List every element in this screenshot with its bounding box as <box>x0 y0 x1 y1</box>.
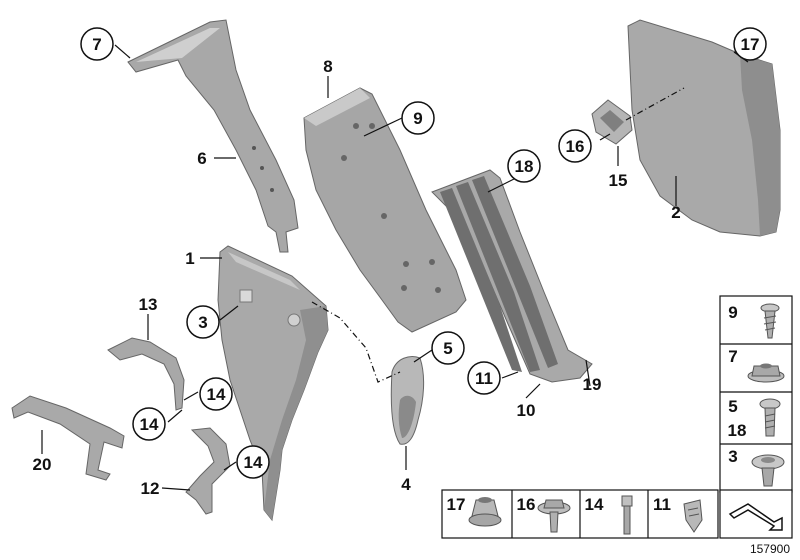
part-4-handle <box>390 356 425 445</box>
part-6-bracket <box>127 19 299 253</box>
callout-16: 16 <box>566 137 585 156</box>
callout-19: 19 <box>583 375 602 394</box>
part-13-bracket <box>107 337 185 411</box>
callout-1: 1 <box>185 249 194 268</box>
part-2-trim-panel <box>627 19 781 237</box>
bolt-16-icon <box>537 499 571 533</box>
legend-label-11: 11 <box>653 495 671 514</box>
legend-label-3: 3 <box>728 447 737 466</box>
callout-14-a: 14 <box>207 385 226 404</box>
legend-label-16: 16 <box>517 495 536 514</box>
callout-9: 9 <box>413 109 422 128</box>
callout-13: 13 <box>139 295 158 314</box>
callout-14-b: 14 <box>140 415 159 434</box>
callout-3: 3 <box>198 313 207 332</box>
part-10-ribbed-trim <box>431 169 593 383</box>
nut-17-icon <box>468 497 502 527</box>
assembly-lines <box>311 87 685 383</box>
callout-8: 8 <box>323 57 332 76</box>
screw-5-icon <box>759 398 781 437</box>
nut-7-icon <box>747 363 785 383</box>
screw-9-icon <box>760 303 780 339</box>
callout-12: 12 <box>141 479 160 498</box>
callout-20: 20 <box>33 455 52 474</box>
part-8-plate <box>303 87 467 333</box>
callout-labels: 7 9 3 14 14 14 5 11 18 16 17 6 8 1 13 20… <box>33 35 760 498</box>
part-16-clip <box>591 99 633 145</box>
direction-arrow-icon <box>728 503 783 531</box>
legend-label-5: 5 <box>728 397 737 416</box>
legend-label-7: 7 <box>728 347 737 366</box>
callout-6: 6 <box>197 149 206 168</box>
clip-3-icon <box>751 454 785 487</box>
diagram-id: 157900 <box>750 542 790 556</box>
part-12-bracket <box>185 427 231 515</box>
callout-14-c: 14 <box>244 453 263 472</box>
callout-17: 17 <box>741 35 760 54</box>
callout-7: 7 <box>92 35 101 54</box>
legend-label-14: 14 <box>585 495 604 514</box>
part-1-trim-panel <box>217 245 329 522</box>
legend-label-17: 17 <box>447 495 466 514</box>
callout-5: 5 <box>443 339 452 358</box>
arrow-symbol-box <box>719 489 793 539</box>
callout-10: 10 <box>517 401 536 420</box>
clip-11-icon <box>683 499 703 533</box>
callout-18: 18 <box>515 157 534 176</box>
part-20-bracket <box>11 395 125 481</box>
legend-bottom: 17 16 14 11 <box>441 489 719 539</box>
callout-circles <box>80 27 767 479</box>
callout-11: 11 <box>475 369 493 388</box>
legend-right: 9 7 5 18 3 <box>719 295 793 493</box>
bolt-14-icon <box>621 495 633 535</box>
legend-label-18: 18 <box>728 421 747 440</box>
callout-15: 15 <box>609 171 628 190</box>
callout-2: 2 <box>671 203 680 222</box>
legend-label-9: 9 <box>728 303 737 322</box>
callout-4: 4 <box>401 475 411 494</box>
